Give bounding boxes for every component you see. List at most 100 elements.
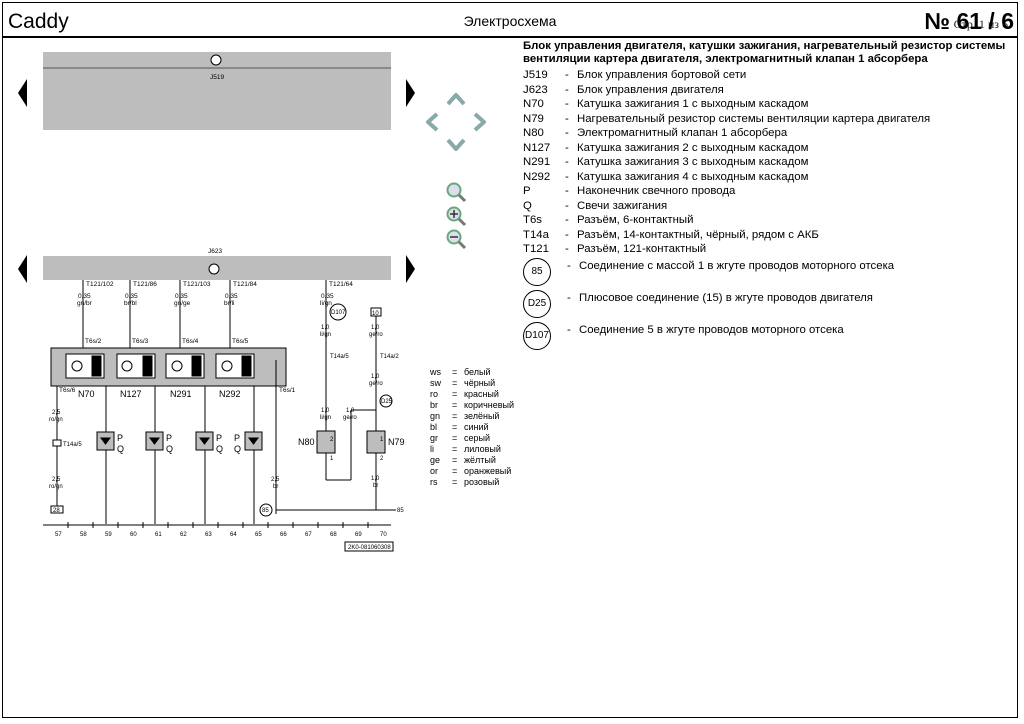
wire-color-name: белый	[464, 367, 491, 377]
legend-row: N291-Катушка зажигания 3 с выходным каск…	[523, 155, 1013, 170]
t6-pin: T6s/3	[132, 338, 149, 345]
equals-sign: =	[452, 367, 458, 377]
wire-size: 0,35	[78, 293, 91, 300]
zoom-in-icon[interactable]	[445, 205, 467, 227]
wire-color-row: gr=серый	[430, 433, 514, 444]
legend-circle-row: D107-Соединение 5 в жгуте проводов мотор…	[523, 321, 1013, 355]
diagram-number: № 61 / 6	[924, 8, 1014, 34]
scroll-left-icon[interactable]	[18, 255, 28, 283]
legend-circle-row: 85-Соединение с массой 1 в жгуте проводо…	[523, 257, 1013, 291]
connection-circle: D107	[523, 321, 551, 350]
legend-code: N127	[523, 141, 551, 154]
n80-label: N80	[298, 437, 315, 447]
legend-code: P	[523, 185, 531, 197]
scroll-left-icon[interactable]	[18, 79, 28, 107]
legend-dash: -	[565, 69, 569, 81]
scroll-right-icon[interactable]	[406, 255, 416, 283]
legend-dash: -	[565, 243, 569, 255]
ground-ref: 85	[397, 508, 404, 514]
equals-sign: =	[452, 444, 458, 454]
wire-size: 2,5	[52, 477, 61, 483]
q-label: Q	[166, 444, 173, 454]
legend-code: T6s	[523, 214, 542, 226]
legend-text: Соединение с массой 1 в жгуте проводов м…	[579, 259, 895, 272]
legend-dash: -	[565, 112, 569, 125]
wire-size: 1,0	[371, 374, 380, 380]
equals-sign: =	[452, 433, 458, 443]
wire-color-name: жёлтый	[464, 455, 496, 465]
legend-code: J623	[523, 83, 548, 96]
wire-color-row: ro=красный	[430, 389, 514, 400]
wire-color: li/gn	[320, 415, 331, 421]
ruler-number: 64	[230, 532, 237, 538]
legend-text: Нагревательный резистор системы вентиляц…	[577, 112, 931, 125]
wire-color: ge/ro	[369, 332, 383, 338]
legend-row: T14a-Разъём, 14-контактный, чёрный, рядо…	[523, 228, 1013, 243]
t6-pin: T6s/2	[85, 338, 102, 345]
wire-color-name: лиловый	[464, 444, 501, 454]
wire-size: 0,35	[225, 293, 238, 300]
t6-pin: T6s/5	[232, 338, 249, 345]
wire-color-abbr: bl	[430, 422, 438, 432]
legend-dash: -	[565, 156, 569, 168]
pan-up-icon[interactable]	[446, 92, 466, 106]
legend-text: Разъём, 14-контактный, чёрный, рядом с А…	[577, 228, 819, 241]
wire-color-row: rs=розовый	[430, 477, 514, 488]
legend-row: N292-Катушка зажигания 4 с выходным каск…	[523, 170, 1013, 185]
coil-label: N291	[170, 389, 192, 399]
legend-dash: -	[565, 199, 569, 212]
legend-text: Наконечник свечного провода	[577, 185, 736, 197]
component-legend: Блок управления двигателя, катушки зажиг…	[523, 40, 1013, 355]
scroll-right-icon[interactable]	[406, 79, 416, 107]
zoom-out-icon[interactable]	[445, 228, 467, 250]
wire-color-name: синий	[464, 422, 489, 432]
legend-row: N79-Нагревательный резистор системы вент…	[523, 112, 1013, 127]
coil-label: N70	[78, 389, 95, 399]
wire-size: 0,35	[321, 293, 334, 300]
pan-left-icon[interactable]	[425, 112, 439, 132]
ruler-number: 61	[155, 532, 162, 538]
equals-sign: =	[452, 411, 458, 421]
wire-size: 2,5	[52, 410, 61, 416]
pan-down-icon[interactable]	[446, 138, 466, 152]
equals-sign: =	[452, 455, 458, 465]
legend-row: N70-Катушка зажигания 1 с выходным каска…	[523, 97, 1013, 112]
legend-text: Катушка зажигания 4 с выходным каскадом	[577, 170, 809, 183]
coil-label: N127	[120, 389, 142, 399]
pin-label: T121/102	[86, 281, 114, 288]
legend-dash: -	[565, 83, 569, 96]
zoom-fit-icon[interactable]	[445, 181, 467, 203]
ruler-number: 65	[255, 532, 262, 538]
connection-d107: D107	[331, 310, 346, 316]
legend-code: J519	[523, 69, 548, 81]
legend-row: J623-Блок управления двигателя	[523, 83, 1013, 98]
wire-color: br	[373, 483, 378, 489]
legend-heading: Блок управления двигателя, катушки зажиг…	[523, 40, 1006, 65]
legend-text: Блок управления бортовой сети	[577, 69, 747, 81]
q-label: Q	[117, 444, 124, 454]
p-label: P	[117, 433, 123, 443]
j519-label: J519	[210, 74, 224, 81]
equals-sign: =	[452, 400, 458, 410]
pan-right-icon[interactable]	[473, 112, 487, 132]
legend-dash: -	[567, 259, 571, 272]
wire-color: gn/br	[77, 300, 93, 307]
p-label: P	[166, 433, 172, 443]
wire-size: 1,0	[321, 408, 330, 414]
wire-color-name: оранжевый	[464, 466, 512, 476]
ruler-number: 70	[380, 532, 387, 538]
wire-size: 1,0	[371, 476, 380, 482]
q-label: Q	[216, 444, 223, 454]
wire-color: br/bl	[124, 300, 137, 307]
pin-number: 1	[380, 437, 384, 443]
t6-pin: T6s/1	[279, 387, 296, 394]
wire-color-row: bl=синий	[430, 422, 514, 433]
pin-label: T121/84	[233, 281, 257, 288]
ruler-number: 59	[105, 532, 112, 538]
wire-color-abbr: or	[430, 466, 439, 476]
n79-label: N79	[388, 437, 405, 447]
legend-circle-row: D25-Плюсовое соединение (15) в жгуте про…	[523, 289, 1013, 323]
equals-sign: =	[452, 466, 458, 476]
